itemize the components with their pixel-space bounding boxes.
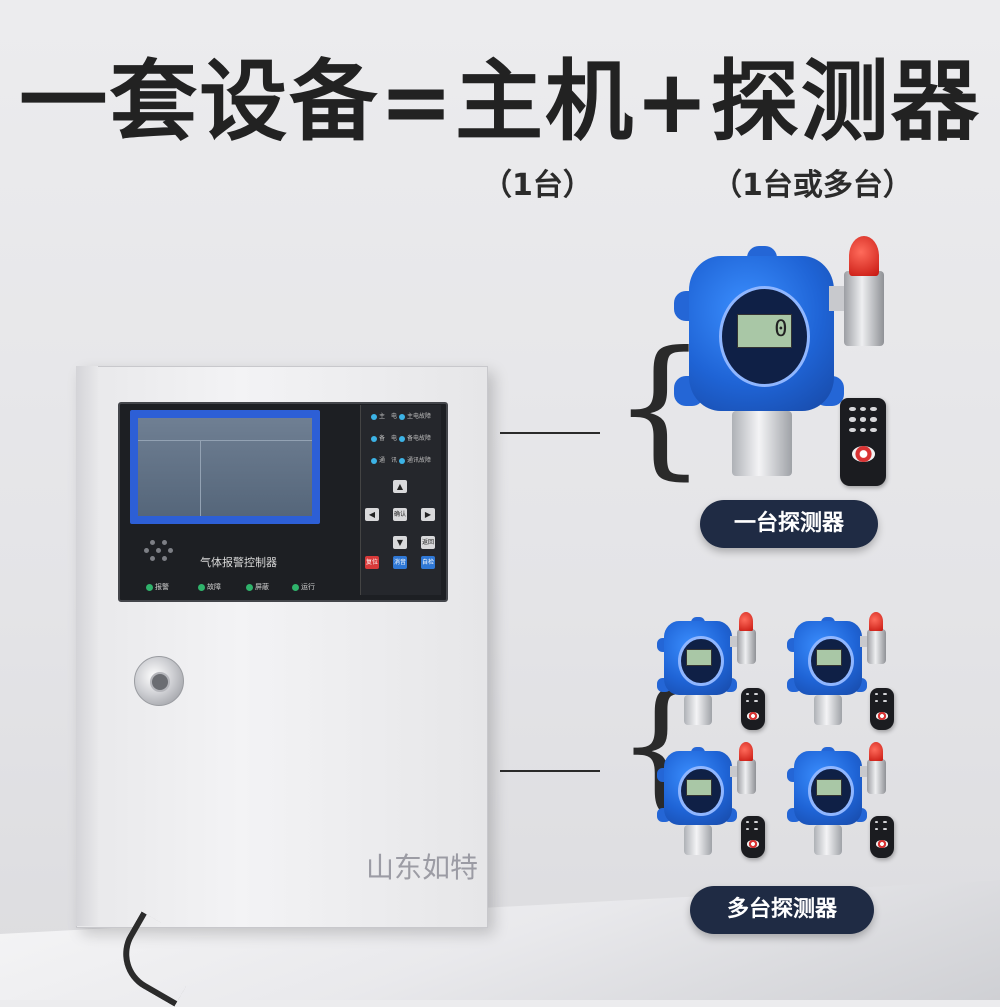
label-single-detector: 一台探测器: [700, 500, 878, 548]
detector-sensor-head: [731, 411, 792, 476]
led-icon: [146, 583, 153, 591]
label-multi-detector: 多台探测器: [690, 886, 874, 934]
connector-line-multi: [500, 770, 600, 772]
key-down: ▼: [393, 536, 407, 549]
led-fault: 故障: [198, 582, 221, 592]
detector-sensor-head: [813, 694, 843, 726]
detector-lcd: [816, 778, 842, 796]
detector-sensor-head: [683, 694, 713, 726]
led-run: 运行: [292, 582, 315, 592]
status-main-power: 主 电 主电故障: [371, 411, 437, 421]
lock-core: [150, 672, 170, 692]
detector-sensor-head: [683, 824, 713, 856]
remote-control-icon: [840, 398, 886, 486]
status-led-icon: [371, 457, 377, 464]
key-up: ▲: [393, 480, 407, 493]
alarm-light-icon: [739, 742, 754, 761]
remote-control-icon: [741, 816, 765, 858]
status-led-icon: [398, 435, 405, 442]
detector-small: [652, 612, 770, 730]
status-comm: 通 讯 通讯故障: [371, 455, 437, 465]
detector-display-window: [807, 765, 855, 817]
alarm-horn: [844, 271, 884, 346]
detector-sensor-head: [813, 824, 843, 856]
status-led-icon: [398, 457, 405, 464]
led-shield: 屏蔽: [246, 582, 269, 592]
speaker-grille-icon: [138, 540, 178, 570]
key-silence: 消音: [393, 556, 407, 569]
controller-panel-label: 气体报警控制器: [200, 556, 277, 569]
status-led-icon: [398, 413, 405, 420]
alarm-light-icon: [739, 612, 754, 631]
screen-divider-horizontal: [138, 440, 312, 441]
controller-screen: [138, 418, 312, 516]
remote-control-icon: [741, 688, 765, 730]
cabinet-side-edge: [76, 366, 98, 926]
detector-large: 0: [664, 236, 914, 486]
led-icon: [246, 583, 253, 591]
detector-small: [652, 742, 770, 860]
status-led-icon: [371, 413, 377, 420]
led-icon: [198, 583, 205, 591]
detector-lcd: [686, 648, 712, 666]
alarm-light-icon: [869, 612, 884, 631]
alarm-horn: [736, 758, 756, 794]
detector-lcd: 0: [736, 313, 792, 348]
led-indicator-row: 报警 故障 屏蔽 运行: [146, 582, 336, 596]
status-backup-power: 备 电 备电故障: [371, 433, 437, 443]
alarm-horn: [736, 628, 756, 664]
remote-control-icon: [870, 816, 894, 858]
key-right: ▶: [421, 508, 435, 521]
detector-lcd: [816, 648, 842, 666]
key-reset: 复位: [365, 556, 379, 569]
key-left: ◀: [365, 508, 379, 521]
detector-small: [782, 612, 900, 730]
key-back: 返回: [421, 536, 435, 549]
alarm-horn: [866, 758, 886, 794]
detector-small: [782, 742, 900, 860]
headline: 一套设备=主机+探测器: [19, 50, 981, 153]
remote-control-icon: [870, 688, 894, 730]
alarm-horn: [866, 628, 886, 664]
detector-lcd: [686, 778, 712, 796]
connector-line-single: [500, 432, 600, 434]
screen-divider-vertical: [200, 440, 201, 516]
host-count-caption: （1台）: [482, 168, 593, 203]
key-self-check: 自检: [421, 556, 435, 569]
alarm-light-icon: [869, 742, 884, 761]
watermark: 山东如特: [366, 851, 479, 884]
alarm-light-icon: [849, 236, 879, 276]
status-led-icon: [371, 435, 377, 442]
key-confirm: 确认: [393, 508, 407, 521]
detector-count-caption: （1台或多台）: [712, 168, 913, 203]
led-alarm: 报警: [146, 582, 169, 592]
led-icon: [292, 583, 299, 591]
